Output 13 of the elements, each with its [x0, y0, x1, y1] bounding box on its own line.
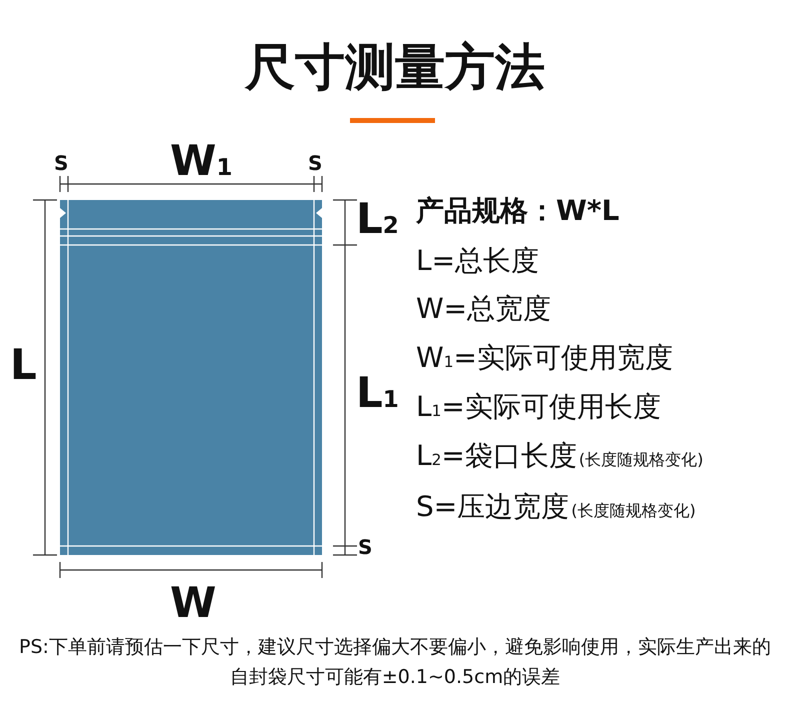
- note-text: (长度随规格变化): [578, 451, 704, 469]
- legend-text: W=总宽度: [416, 294, 552, 325]
- note-text: (长度随规格变化): [571, 502, 696, 520]
- dimension-label: S: [308, 152, 322, 174]
- page-title: 尺寸测量方法: [244, 40, 546, 95]
- dimension-label: L: [10, 342, 37, 388]
- dimension-label: S: [54, 152, 68, 174]
- dimension-label: S: [358, 536, 372, 558]
- footnote-text: PS:下单前请预估一下尺寸，建议尺寸选择偏大不要偏小，避免影响使用，实际生产出来的自封袋尺寸可能有±0.1~0.5cm的误差: [18, 635, 772, 690]
- legend-text: L=总长度: [416, 246, 540, 277]
- legend-text: 产品规格：W*L: [416, 196, 620, 227]
- dimension-label: W: [170, 580, 216, 626]
- legend-text: S=压边宽度: [416, 492, 570, 523]
